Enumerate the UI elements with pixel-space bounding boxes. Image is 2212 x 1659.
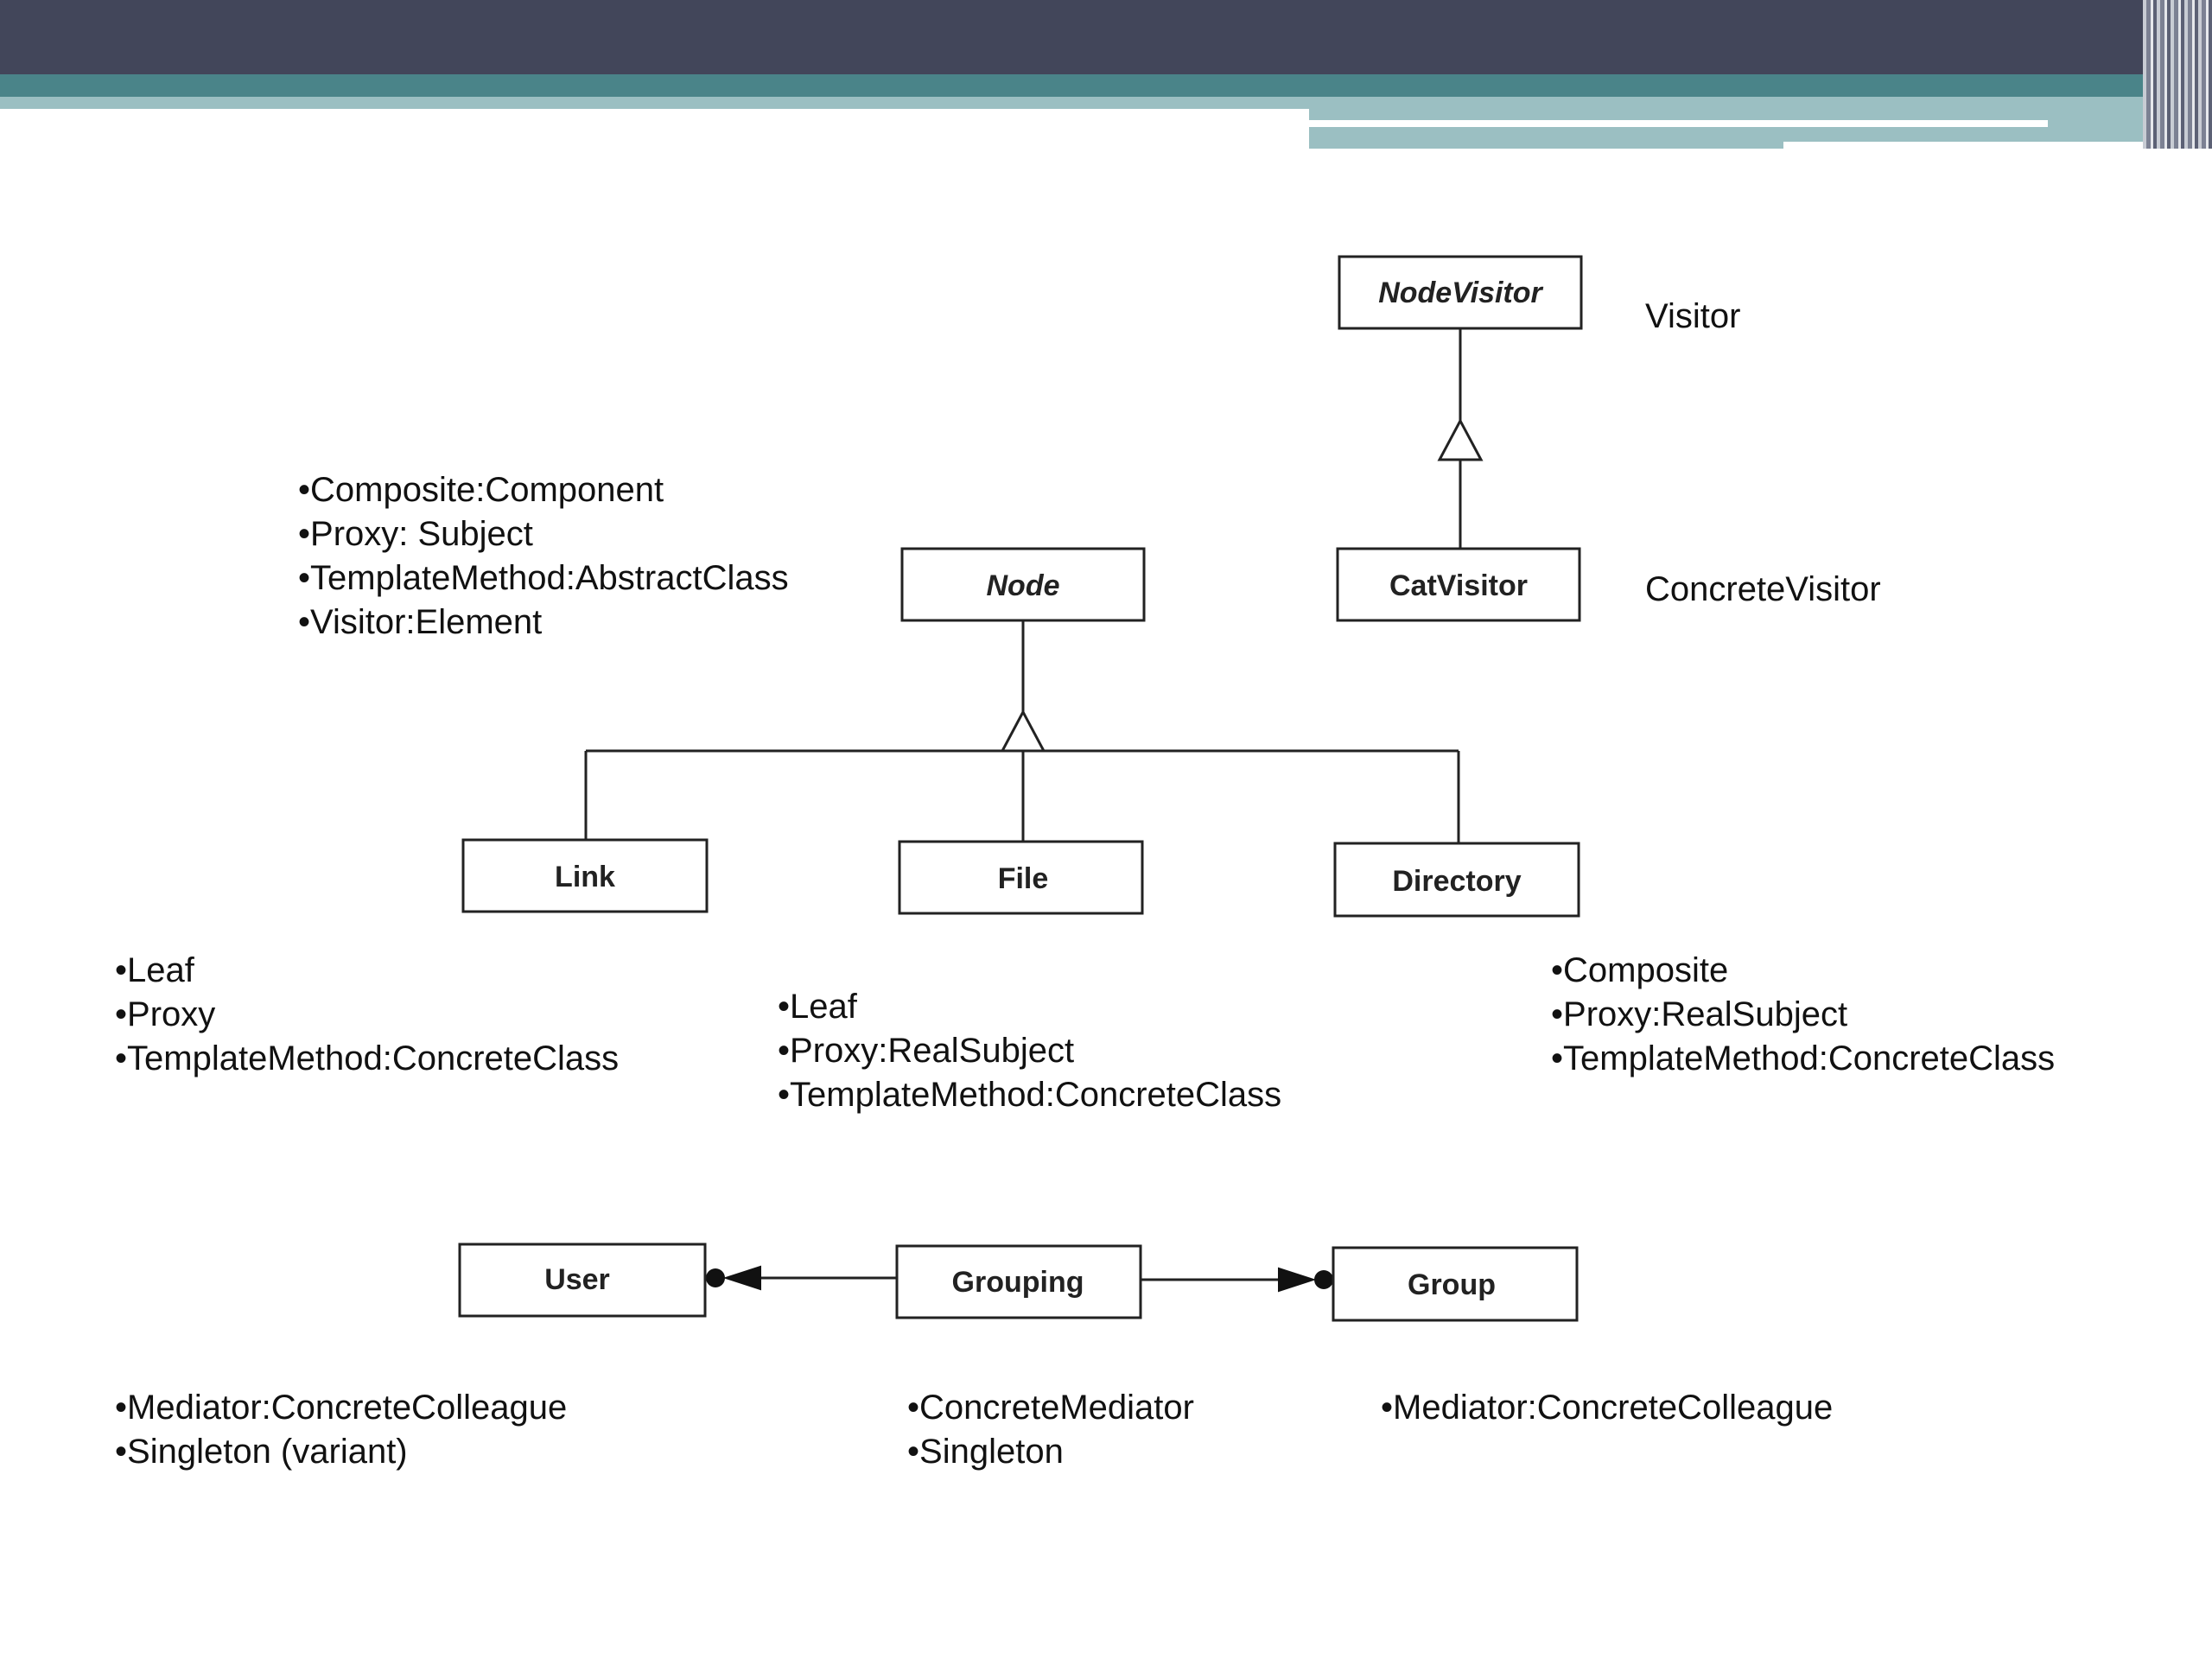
directory-roles-note: Composite Proxy:RealSubject TemplateMeth… <box>1551 949 2055 1081</box>
class-group: Group <box>1332 1246 1579 1322</box>
node-roles-note: Composite:Component Proxy: Subject Templ… <box>298 468 789 645</box>
note-item: TemplateMethod:ConcreteClass <box>1551 1037 2055 1081</box>
association-dot <box>706 1268 725 1287</box>
header-line <box>1309 120 2048 127</box>
note-item: ConcreteMediator <box>907 1386 1194 1430</box>
header-band-teal <box>0 74 2212 97</box>
generalization-triangle <box>1000 709 1046 753</box>
note-item: Visitor:Element <box>298 601 789 645</box>
class-cat-visitor: CatVisitor <box>1336 547 1581 622</box>
header-edge-stripes <box>2143 0 2212 149</box>
note-item: Proxy:RealSubject <box>778 1029 1281 1073</box>
note-item: Proxy: Subject <box>298 512 789 556</box>
arrow-head <box>1278 1267 1317 1293</box>
file-roles-note: Leaf Proxy:RealSubject TemplateMethod:Co… <box>778 985 1281 1117</box>
class-name: File <box>998 862 1049 895</box>
class-grouping: Grouping <box>895 1244 1142 1319</box>
note-item: Composite:Component <box>298 468 789 512</box>
class-file: File <box>898 840 1144 915</box>
user-roles-note: Mediator:ConcreteColleague Singleton (va… <box>115 1386 567 1474</box>
class-user: User <box>458 1243 707 1318</box>
note-item: Leaf <box>778 985 1281 1029</box>
note-item: Singleton <box>907 1430 1194 1474</box>
note-item: Proxy <box>115 993 619 1037</box>
role-label-visitor: Visitor <box>1645 297 1741 335</box>
class-name: Directory <box>1392 865 1521 898</box>
class-name: Group <box>1408 1268 1496 1301</box>
mediator-associations <box>706 1265 1333 1293</box>
class-name: User <box>544 1263 610 1296</box>
note-item: Composite <box>1551 949 2055 993</box>
note-item: TemplateMethod:ConcreteClass <box>778 1073 1281 1117</box>
note-item: Mediator:ConcreteColleague <box>1381 1386 1833 1430</box>
header-line <box>1783 142 2212 149</box>
note-item: Mediator:ConcreteColleague <box>115 1386 567 1430</box>
class-name: Grouping <box>952 1266 1084 1299</box>
class-name: Node <box>987 569 1060 602</box>
note-item: Proxy:RealSubject <box>1551 993 2055 1037</box>
role-label-concrete-visitor: ConcreteVisitor <box>1645 570 1881 608</box>
group-roles-note: Mediator:ConcreteColleague <box>1381 1386 1833 1430</box>
header-band-dark <box>0 0 2212 74</box>
note-item: Leaf <box>115 949 619 993</box>
association-dot <box>1314 1270 1333 1289</box>
class-link: Link <box>461 838 709 913</box>
class-node-visitor: NodeVisitor <box>1338 255 1583 330</box>
class-name: Link <box>555 861 615 893</box>
visitor-generalization <box>1437 328 1484 549</box>
class-name: CatVisitor <box>1389 569 1528 602</box>
class-directory: Directory <box>1333 842 1580 918</box>
note-item: TemplateMethod:ConcreteClass <box>115 1037 619 1081</box>
arrow-head <box>722 1265 761 1291</box>
class-node: Node <box>900 547 1146 622</box>
note-item: TemplateMethod:AbstractClass <box>298 556 789 601</box>
node-generalization <box>584 620 1460 843</box>
class-name: NodeVisitor <box>1378 276 1543 309</box>
note-item: Singleton (variant) <box>115 1430 567 1474</box>
link-roles-note: Leaf Proxy TemplateMethod:ConcreteClass <box>115 949 619 1081</box>
grouping-roles-note: ConcreteMediator Singleton <box>907 1386 1194 1474</box>
generalization-triangle <box>1437 417 1484 461</box>
header-band-light <box>0 97 1309 109</box>
